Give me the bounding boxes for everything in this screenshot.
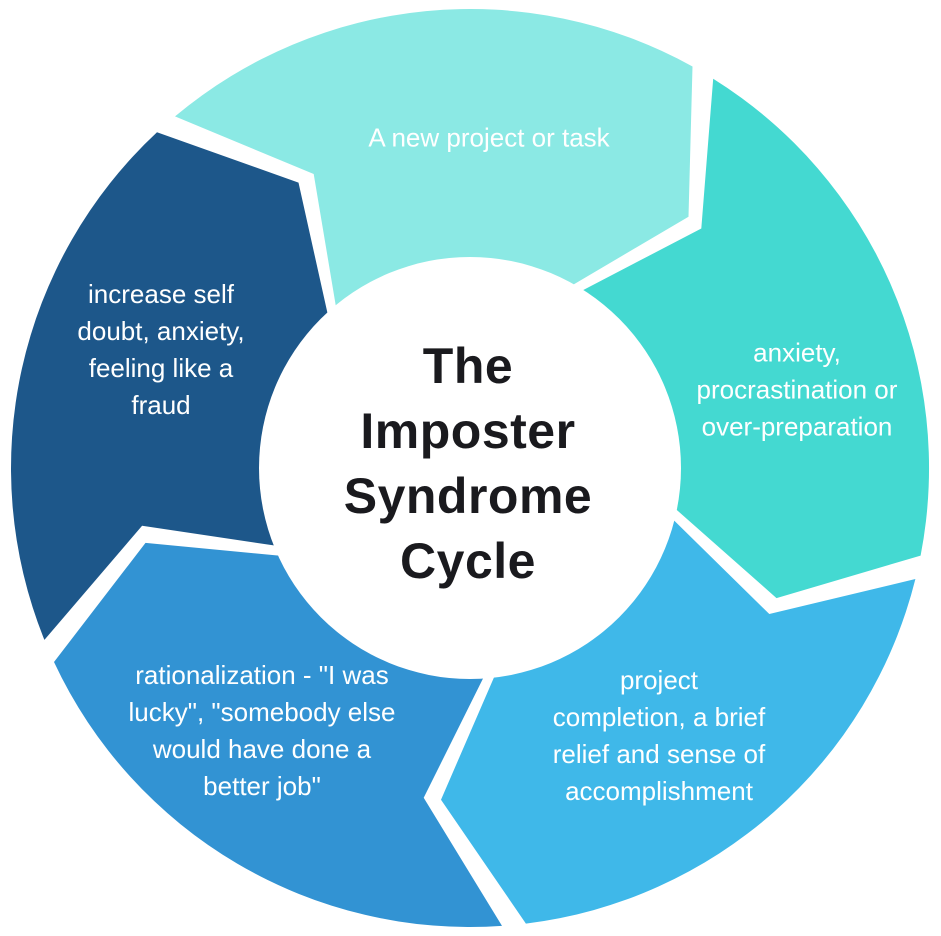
segment-shape-rationalization bbox=[54, 542, 502, 928]
segment-shape-self-doubt bbox=[11, 132, 329, 640]
center-circle bbox=[259, 257, 681, 679]
segment-shape-project-completion bbox=[441, 518, 916, 924]
segment-shape-new-project bbox=[175, 8, 693, 309]
segment-shape-anxiety-procrastination bbox=[580, 78, 930, 599]
